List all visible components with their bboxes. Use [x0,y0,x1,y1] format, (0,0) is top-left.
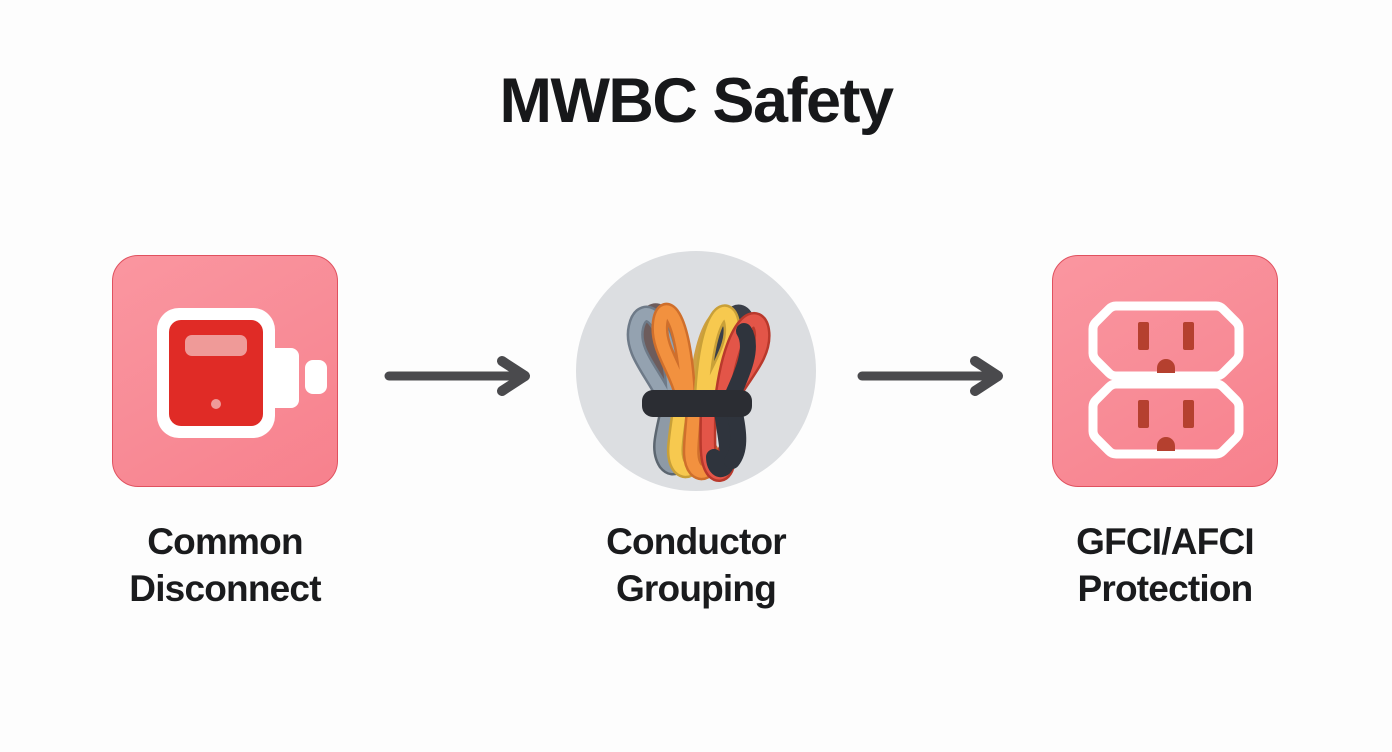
outlet-icon-wrap [1035,243,1295,499]
step-gfci-afci-protection[interactable]: GFCI/AFCI Protection [1015,243,1315,612]
arrow-right-icon-2 [857,356,1007,396]
arrow-right-icon-1 [384,356,534,396]
step-label-gfci-afci-protection: GFCI/AFCI Protection [1076,521,1255,609]
disconnect-icon-wrap [95,243,355,499]
wire-bundle-icon [576,251,816,491]
step-label-conductor-grouping: Conductor Grouping [606,521,787,609]
duplex-outlet-icon [1052,255,1278,487]
conductor-icon-wrap [566,243,826,499]
step-label-common-disconnect: Common Disconnect [129,521,321,609]
step-common-disconnect[interactable]: Common Disconnect [75,243,375,612]
page-title: MWBC Safety [499,66,894,136]
step-conductor-grouping[interactable]: Conductor Grouping [546,243,846,612]
disconnect-switch-icon [112,255,338,487]
steps-row: Common Disconnect [0,243,1392,663]
